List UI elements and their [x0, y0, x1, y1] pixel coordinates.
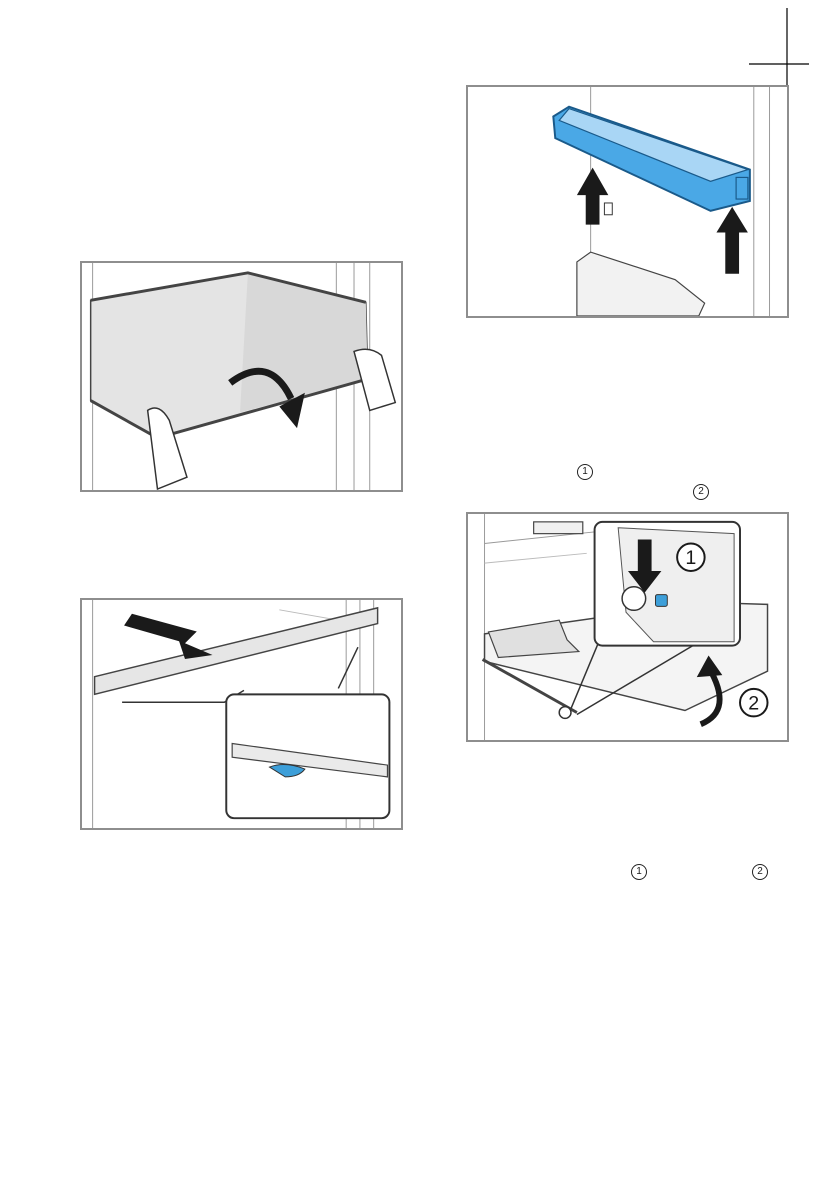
- shelf-removal-illustration: [82, 263, 401, 490]
- shelf-strip-illustration: [82, 600, 401, 828]
- step-marker-2: 2: [693, 484, 709, 500]
- drawer-removal-illustration: 1 2: [468, 514, 787, 740]
- crop-mark: [749, 8, 809, 86]
- drawer-removal-figure: 1 2: [466, 512, 789, 742]
- step-marker-1: 1: [577, 464, 593, 480]
- callout-2-label: 2: [748, 693, 759, 715]
- shelf-removal-figure: [80, 261, 403, 492]
- shelf-strip-figure: [80, 598, 403, 830]
- step-marker-1: 1: [631, 864, 647, 880]
- callout-1-label: 1: [685, 547, 696, 569]
- door-bin-illustration: [468, 87, 787, 316]
- step-marker-2: 2: [752, 864, 768, 880]
- door-bin-figure: [466, 85, 789, 318]
